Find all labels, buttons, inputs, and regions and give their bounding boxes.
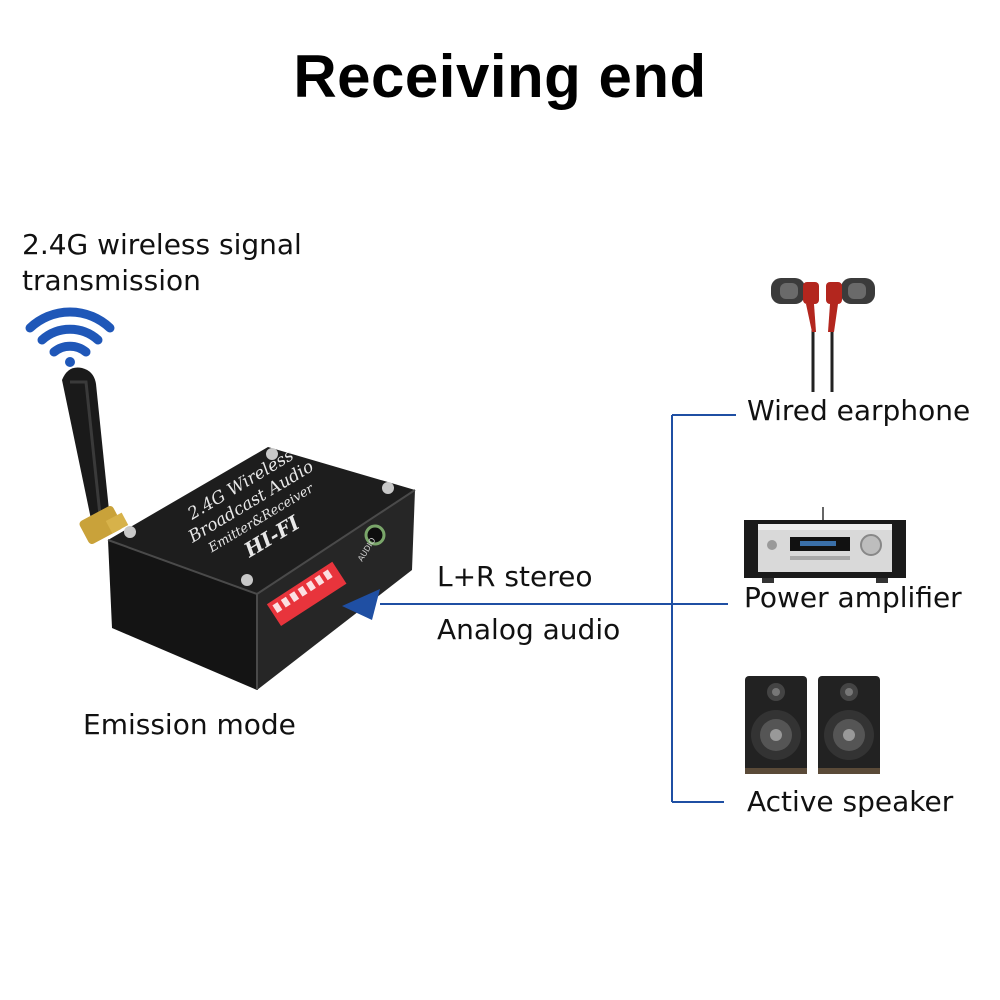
- connector-lines: [380, 414, 736, 803]
- signal-label-line2: Analog audio: [437, 613, 621, 646]
- signal-label-line1: L+R stereo: [437, 560, 593, 593]
- antenna: [62, 367, 129, 544]
- wireless-caption-line1: 2.4G wireless signal: [22, 228, 302, 261]
- power-amplifier-icon: [744, 507, 906, 583]
- dip-switch: [266, 561, 347, 627]
- earphone-icon: [771, 278, 875, 392]
- wifi-signal-icon: [25, 307, 115, 367]
- output-label-speaker: Active speaker: [747, 785, 954, 818]
- wireless-caption-line2: transmission: [22, 264, 201, 297]
- output-label-earphone: Wired earphone: [747, 394, 971, 427]
- emission-mode-label: Emission mode: [83, 708, 296, 741]
- speaker-icon: [745, 676, 880, 774]
- audio-transmitter-device: [107, 447, 416, 690]
- page-title: Receiving end: [293, 43, 707, 110]
- arrow-head: [342, 589, 380, 620]
- output-label-amplifier: Power amplifier: [744, 581, 962, 614]
